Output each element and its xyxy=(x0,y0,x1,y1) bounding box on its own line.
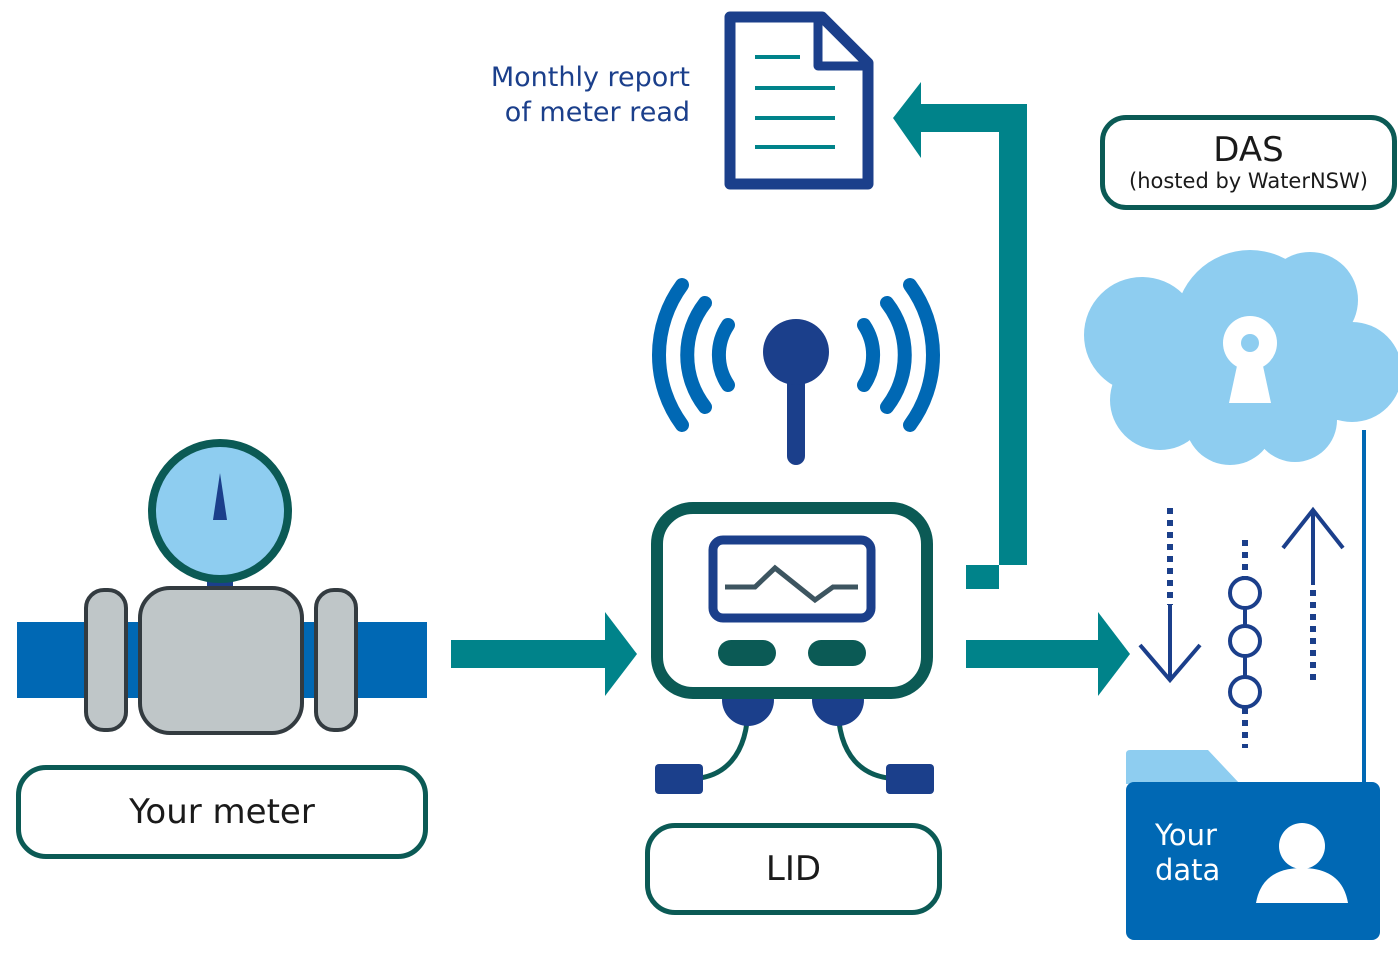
document-icon xyxy=(724,11,874,190)
lid-label: LID xyxy=(645,823,942,915)
report-label-line2: of meter read xyxy=(504,97,690,128)
meter-label-text: Your meter xyxy=(129,792,315,832)
flow-meter-icon xyxy=(17,439,427,735)
lid-label-text: LID xyxy=(765,849,822,889)
data-logger-icon xyxy=(651,502,934,794)
meter-flange-left xyxy=(84,588,128,732)
meter-body xyxy=(138,586,304,735)
das-label: DAS (hosted by WaterNSW) xyxy=(1100,115,1397,210)
your-data-label: Your data xyxy=(1155,818,1255,888)
data-exchange-icon xyxy=(1138,506,1345,748)
gauge-needle-icon xyxy=(213,473,227,520)
user-folder-icon xyxy=(1126,750,1380,940)
your-data-label-line1: Your xyxy=(1155,818,1217,852)
secure-cloud-icon xyxy=(1084,250,1398,790)
arrow-meter-to-lid xyxy=(451,612,637,696)
das-title: DAS xyxy=(1213,129,1284,170)
arrow-lid-to-report xyxy=(893,82,1027,589)
your-data-label-line2: data xyxy=(1155,853,1221,887)
das-subtitle: (hosted by WaterNSW) xyxy=(1129,168,1368,193)
meter-flange-right xyxy=(314,588,358,732)
report-label-line1: Monthly report xyxy=(490,62,690,93)
report-label: Monthly report of meter read xyxy=(420,60,690,130)
meter-label: Your meter xyxy=(16,765,428,859)
wireless-antenna-icon xyxy=(652,278,940,465)
arrow-lid-to-data xyxy=(966,612,1130,696)
